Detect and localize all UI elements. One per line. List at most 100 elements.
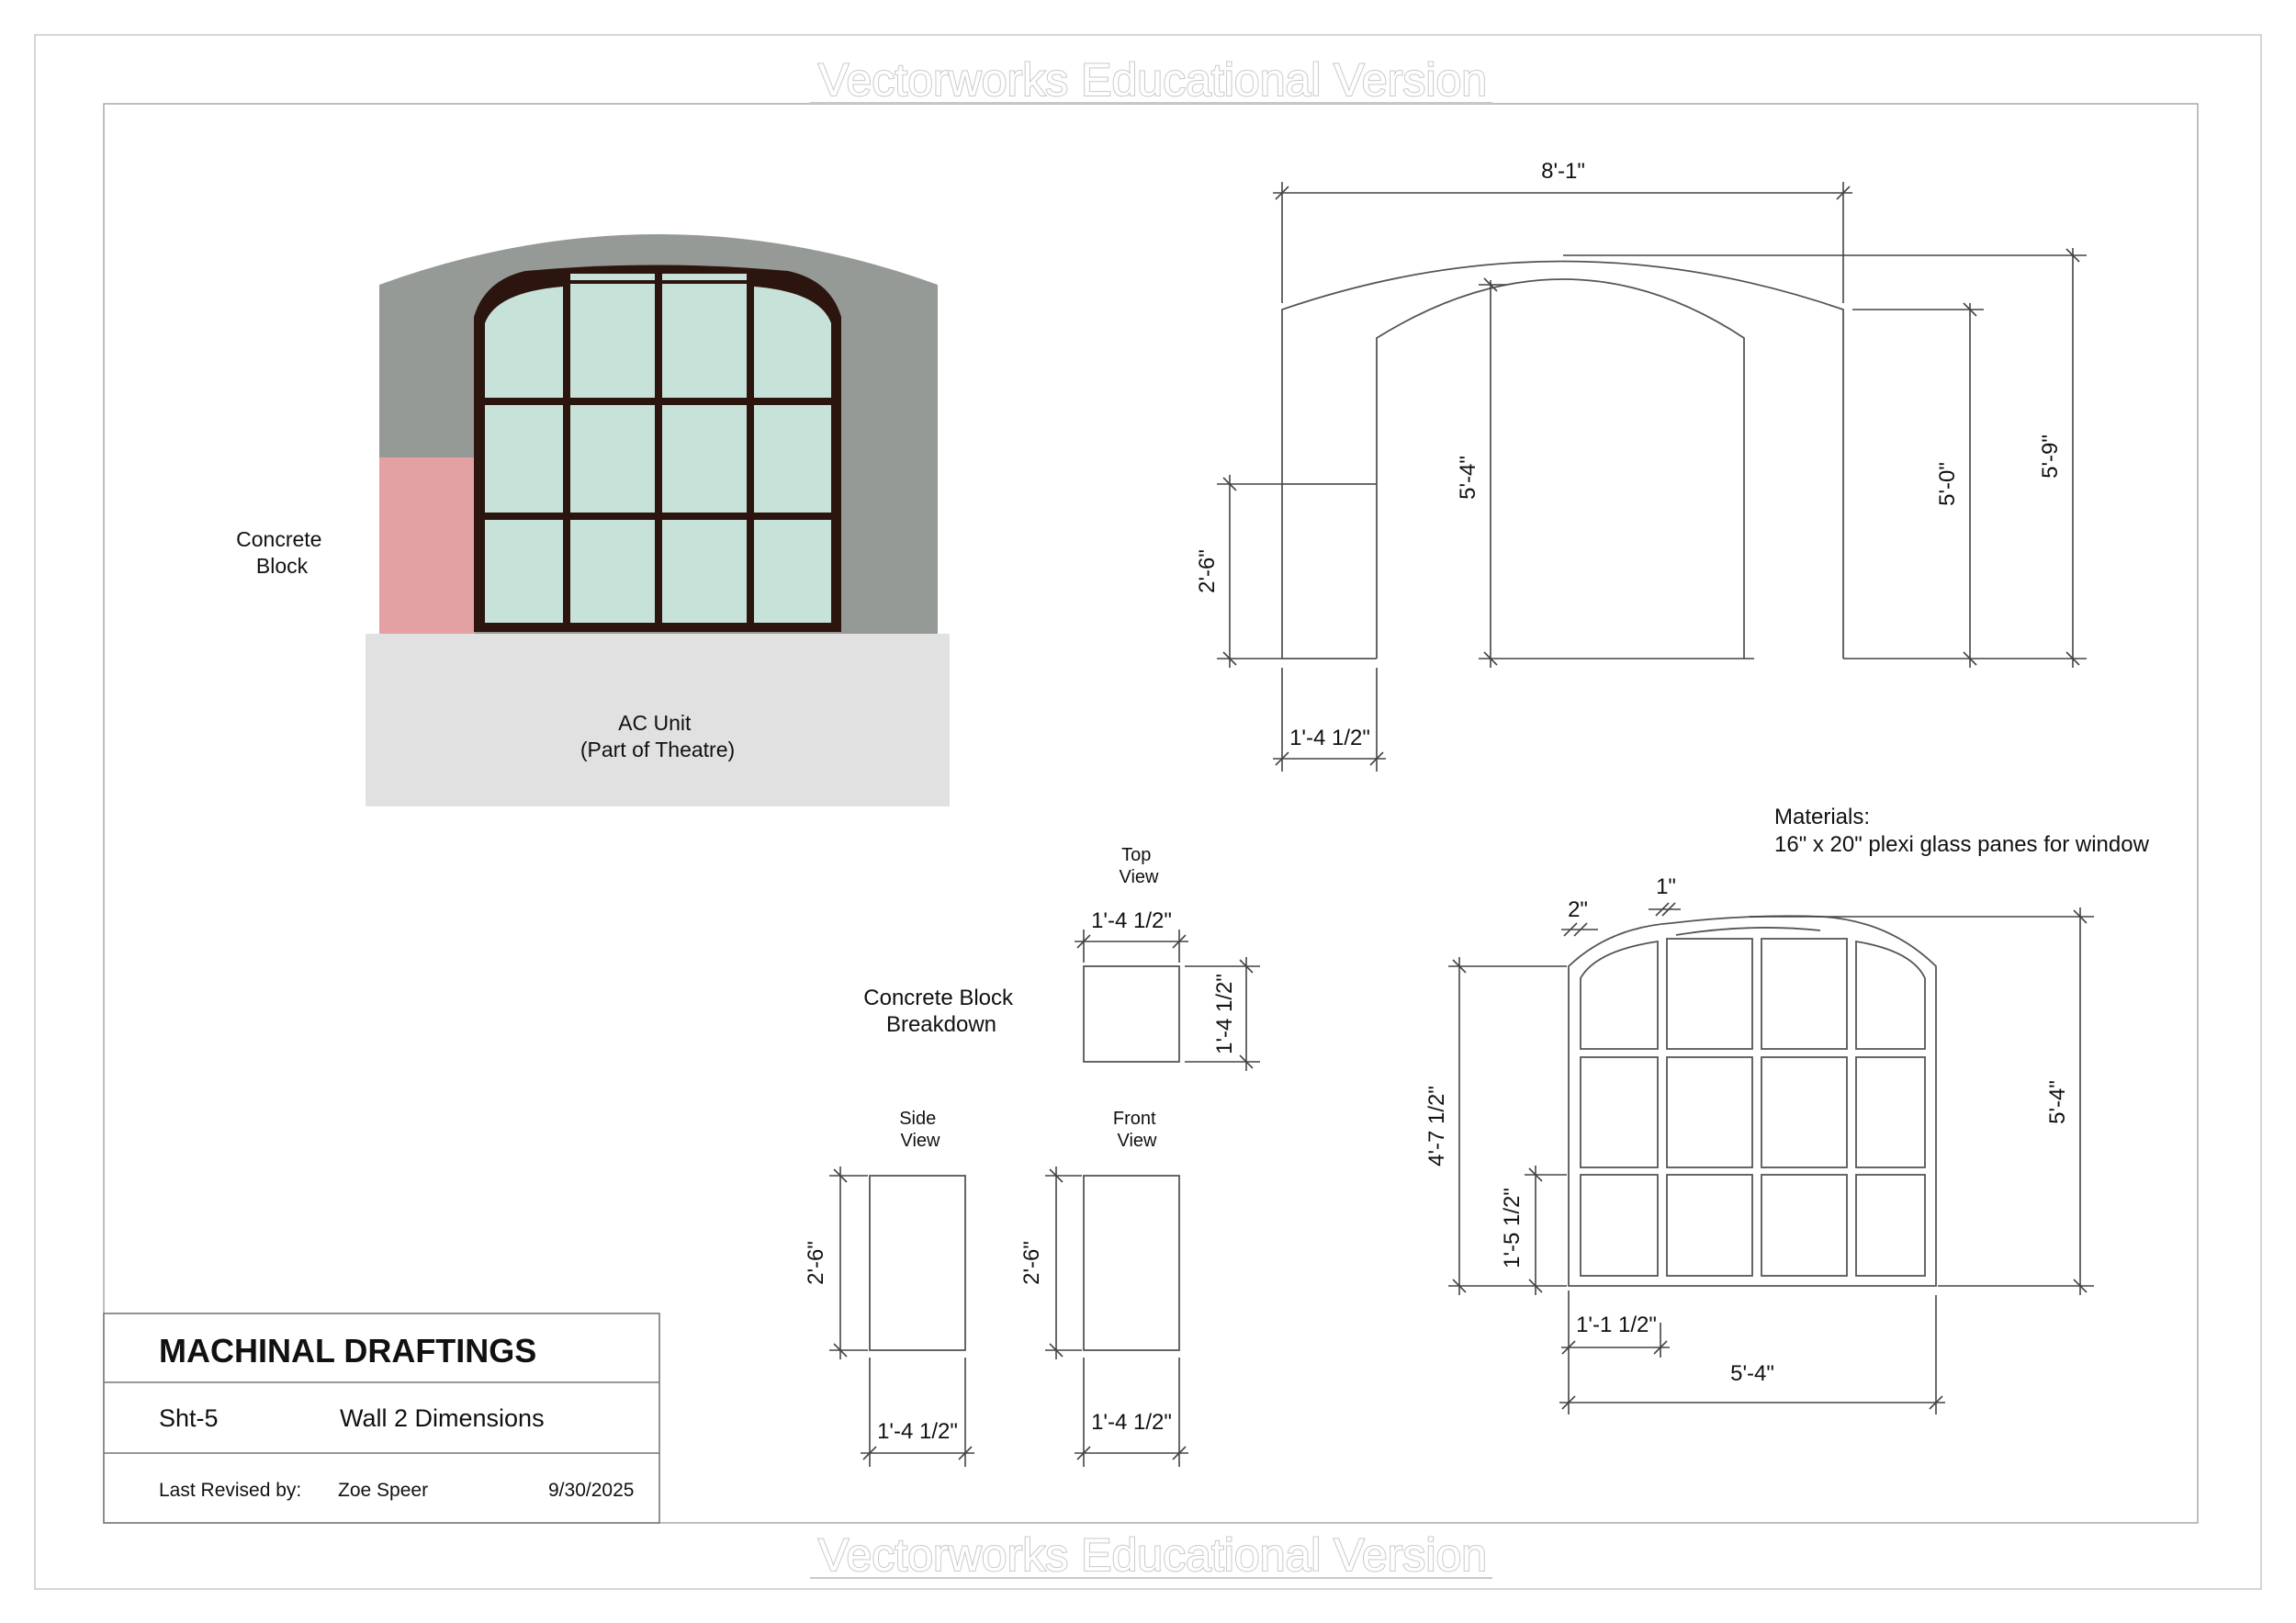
concrete-block-label-line1: Concrete bbox=[236, 527, 321, 551]
dim-text-side-width: 1'-4 1/2" bbox=[877, 1419, 958, 1444]
dim-text-block-width: 1'-4 1/2" bbox=[1289, 726, 1370, 750]
pane-r3-c2 bbox=[570, 520, 655, 623]
detail-pane-r1-c2 bbox=[1666, 938, 1753, 1050]
dim-tick-block-width-right bbox=[1369, 751, 1384, 766]
top-view-label-line1: Top bbox=[1121, 845, 1151, 865]
dim-tick-top-width-left bbox=[1076, 934, 1091, 949]
dim-tick-top-depth-bottom bbox=[1239, 1054, 1254, 1069]
dim-tick-side-top bbox=[1963, 302, 1977, 317]
sheet-title: Wall 2 Dimensions bbox=[340, 1404, 545, 1432]
block-breakdown: Concrete Block Breakdown Top View 1'-4 1… bbox=[804, 845, 1260, 1467]
watermark-bottom: Vectorworks Educational Version bbox=[818, 1529, 1487, 1581]
detail-pane-r3-c3 bbox=[1761, 1174, 1848, 1277]
front-view-label: Front View bbox=[1113, 1109, 1161, 1151]
detail-pane-r1-c1 bbox=[1580, 940, 1659, 1050]
dim-tick-window-width-right bbox=[1929, 1395, 1943, 1410]
revision-date: 9/30/2025 bbox=[548, 1480, 634, 1501]
dim-text-window-width: 5'-4" bbox=[1730, 1361, 1774, 1386]
window-panes bbox=[485, 274, 831, 623]
dim-tick-side-bottom bbox=[1963, 651, 1977, 666]
dim-tick-front-width-left bbox=[1076, 1446, 1091, 1460]
dim-text-side-height: 2'-6" bbox=[804, 1241, 828, 1285]
dim-text-pane-width: 1'-1 1/2" bbox=[1576, 1313, 1657, 1337]
dim-tick-front-width-right bbox=[1172, 1446, 1187, 1460]
wall-outline bbox=[1281, 260, 1844, 659]
dim-tick-mullion-2 bbox=[1661, 902, 1676, 917]
company-name: MACHINAL DRAFTINGS bbox=[159, 1332, 536, 1369]
dim-tick-side-bottom bbox=[833, 1343, 848, 1358]
top-view-label-line2: View bbox=[1120, 867, 1160, 887]
dim-text-window-total: 5'-4" bbox=[2045, 1080, 2070, 1124]
detail-pane-r2-c3 bbox=[1761, 1056, 1848, 1168]
pane-r2-c2 bbox=[570, 405, 655, 513]
opening-arch bbox=[1376, 278, 1745, 659]
revised-by: Zoe Speer bbox=[338, 1480, 428, 1501]
title-block-frame bbox=[103, 1313, 660, 1524]
dim-tick-top-width-right bbox=[1172, 934, 1187, 949]
top-view-block bbox=[1083, 965, 1180, 1063]
breakdown-title-line1: Concrete Block bbox=[863, 986, 1014, 1010]
dim-text-opening: 5'-4" bbox=[1456, 456, 1480, 500]
concrete-block-label: Concrete Block bbox=[236, 527, 328, 578]
sheet-number: Sht-5 bbox=[159, 1404, 219, 1432]
pane-r2-c3 bbox=[662, 405, 747, 513]
window-arch-pane bbox=[1675, 927, 1821, 936]
detail-pane-r3-c2 bbox=[1666, 1174, 1753, 1277]
front-view-label-line2: View bbox=[1118, 1131, 1158, 1151]
ac-unit bbox=[366, 634, 950, 806]
dim-tick-opening-top bbox=[1483, 277, 1498, 292]
side-view-block bbox=[869, 1175, 966, 1351]
detail-pane-r3-c4 bbox=[1855, 1174, 1926, 1277]
dim-tick-width-right bbox=[1836, 186, 1851, 200]
dim-tick-mullion-1 bbox=[1655, 902, 1670, 917]
pane-arch-right bbox=[662, 274, 747, 280]
detail-pane-r2-c4 bbox=[1855, 1056, 1926, 1168]
pane-r1-c1 bbox=[485, 287, 563, 398]
dim-tick-window-side-top bbox=[1452, 959, 1467, 974]
dim-text-side: 5'-0" bbox=[1935, 462, 1960, 506]
side-view-label-line2: View bbox=[901, 1131, 941, 1151]
dim-text-top-width: 1'-4 1/2" bbox=[1091, 908, 1172, 933]
front-view-block bbox=[1083, 1175, 1180, 1351]
dim-text-pane-height: 1'-5 1/2" bbox=[1500, 1188, 1525, 1268]
dim-tick-block-bottom bbox=[1222, 651, 1237, 666]
pane-r2-c4 bbox=[754, 405, 831, 513]
dim-tick-window-side-bottom bbox=[1452, 1279, 1467, 1293]
dim-tick-top-depth-top bbox=[1239, 959, 1254, 974]
dim-tick-pane-width-left bbox=[1561, 1340, 1576, 1355]
revised-label: Last Revised by: bbox=[159, 1480, 301, 1501]
concrete-block bbox=[379, 457, 475, 634]
dim-tick-side-width-right bbox=[958, 1446, 973, 1460]
detail-pane-r1-c4 bbox=[1855, 940, 1926, 1050]
dim-text-frame-width: 2" bbox=[1568, 897, 1588, 922]
dim-tick-pane-height-bottom bbox=[1528, 1279, 1543, 1293]
dim-tick-front-top bbox=[1049, 1168, 1064, 1183]
dim-text-block-height: 2'-6" bbox=[1195, 549, 1220, 593]
dim-text-front-height: 2'-6" bbox=[1019, 1241, 1044, 1285]
pane-r1-c2 bbox=[570, 284, 655, 398]
wall-rendering: Concrete Block AC Unit (Part of Theatre) bbox=[236, 234, 950, 806]
ac-unit-label-line1: AC Unit bbox=[618, 711, 692, 735]
concrete-block-label-line2: Block bbox=[256, 554, 309, 578]
pane-r2-c1 bbox=[485, 405, 563, 513]
dim-text-window-side: 4'-7 1/2" bbox=[1424, 1086, 1449, 1167]
dim-text-width: 8'-1" bbox=[1541, 159, 1585, 184]
dim-tick-pane-width-right bbox=[1653, 1340, 1668, 1355]
pane-arch-left bbox=[570, 274, 655, 280]
dim-tick-total-bottom bbox=[2065, 651, 2080, 666]
materials-line: 16" x 20" plexi glass panes for window bbox=[1774, 832, 2150, 857]
dim-tick-window-width-left bbox=[1561, 1395, 1576, 1410]
pane-r1-c4 bbox=[754, 287, 831, 398]
breakdown-title-line2: Breakdown bbox=[886, 1012, 996, 1037]
dim-tick-block-width-left bbox=[1275, 751, 1289, 766]
detail-pane-r2-c2 bbox=[1666, 1056, 1753, 1168]
top-view-label: Top View bbox=[1120, 845, 1160, 887]
pane-r1-c3 bbox=[662, 284, 747, 398]
dim-text-total: 5'-9" bbox=[2038, 434, 2063, 479]
dim-tick-side-top bbox=[833, 1168, 848, 1183]
dim-text-front-width: 1'-4 1/2" bbox=[1091, 1410, 1172, 1435]
dim-tick-front-bottom bbox=[1049, 1343, 1064, 1358]
dim-tick-frame-2 bbox=[1573, 922, 1588, 937]
dim-tick-block-top bbox=[1222, 477, 1237, 491]
dim-text-mullion-width: 1" bbox=[1656, 874, 1676, 899]
